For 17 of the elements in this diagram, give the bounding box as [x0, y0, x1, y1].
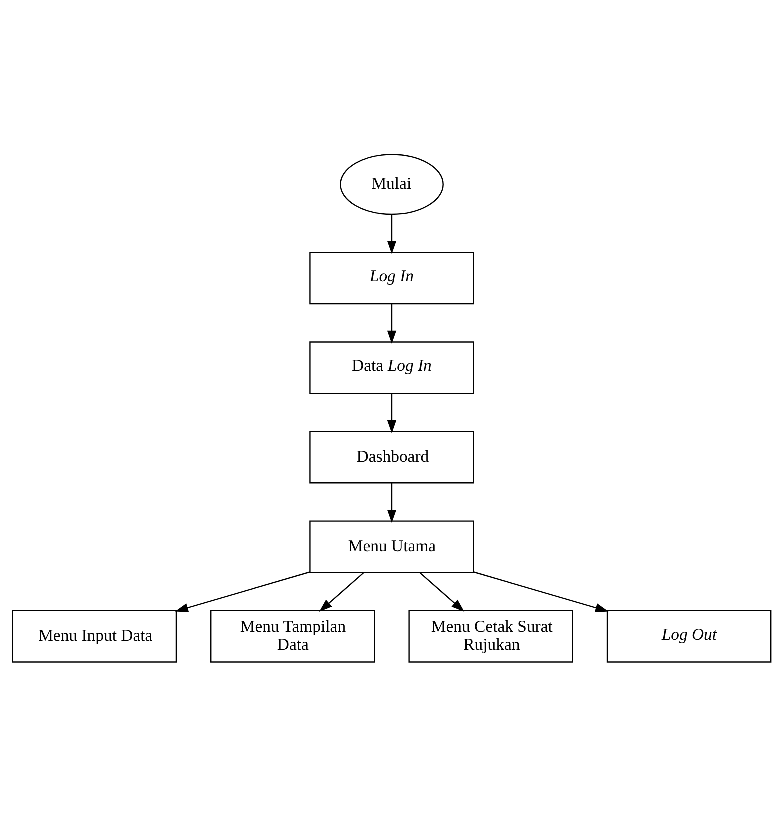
node-box: Dashboard	[310, 430, 474, 484]
arrow	[319, 572, 364, 612]
arrow	[387, 393, 397, 434]
node-ellipse: Mulai	[340, 154, 444, 215]
arrow	[387, 482, 397, 523]
node-box: Menu Cetak Surat Rujukan	[408, 610, 574, 662]
arrow	[420, 572, 465, 612]
arrow	[387, 304, 397, 344]
node-box: Data Log In	[310, 341, 474, 394]
node-box: Menu Utama	[310, 520, 474, 573]
arrow	[175, 571, 310, 612]
node-box: Menu Tampilan Data	[210, 610, 376, 662]
arrow	[387, 214, 397, 254]
arrow	[474, 571, 609, 612]
node-box: Log Out	[606, 610, 772, 662]
node-box: Log In	[310, 252, 474, 304]
node-box: Menu Input Data	[12, 610, 178, 662]
